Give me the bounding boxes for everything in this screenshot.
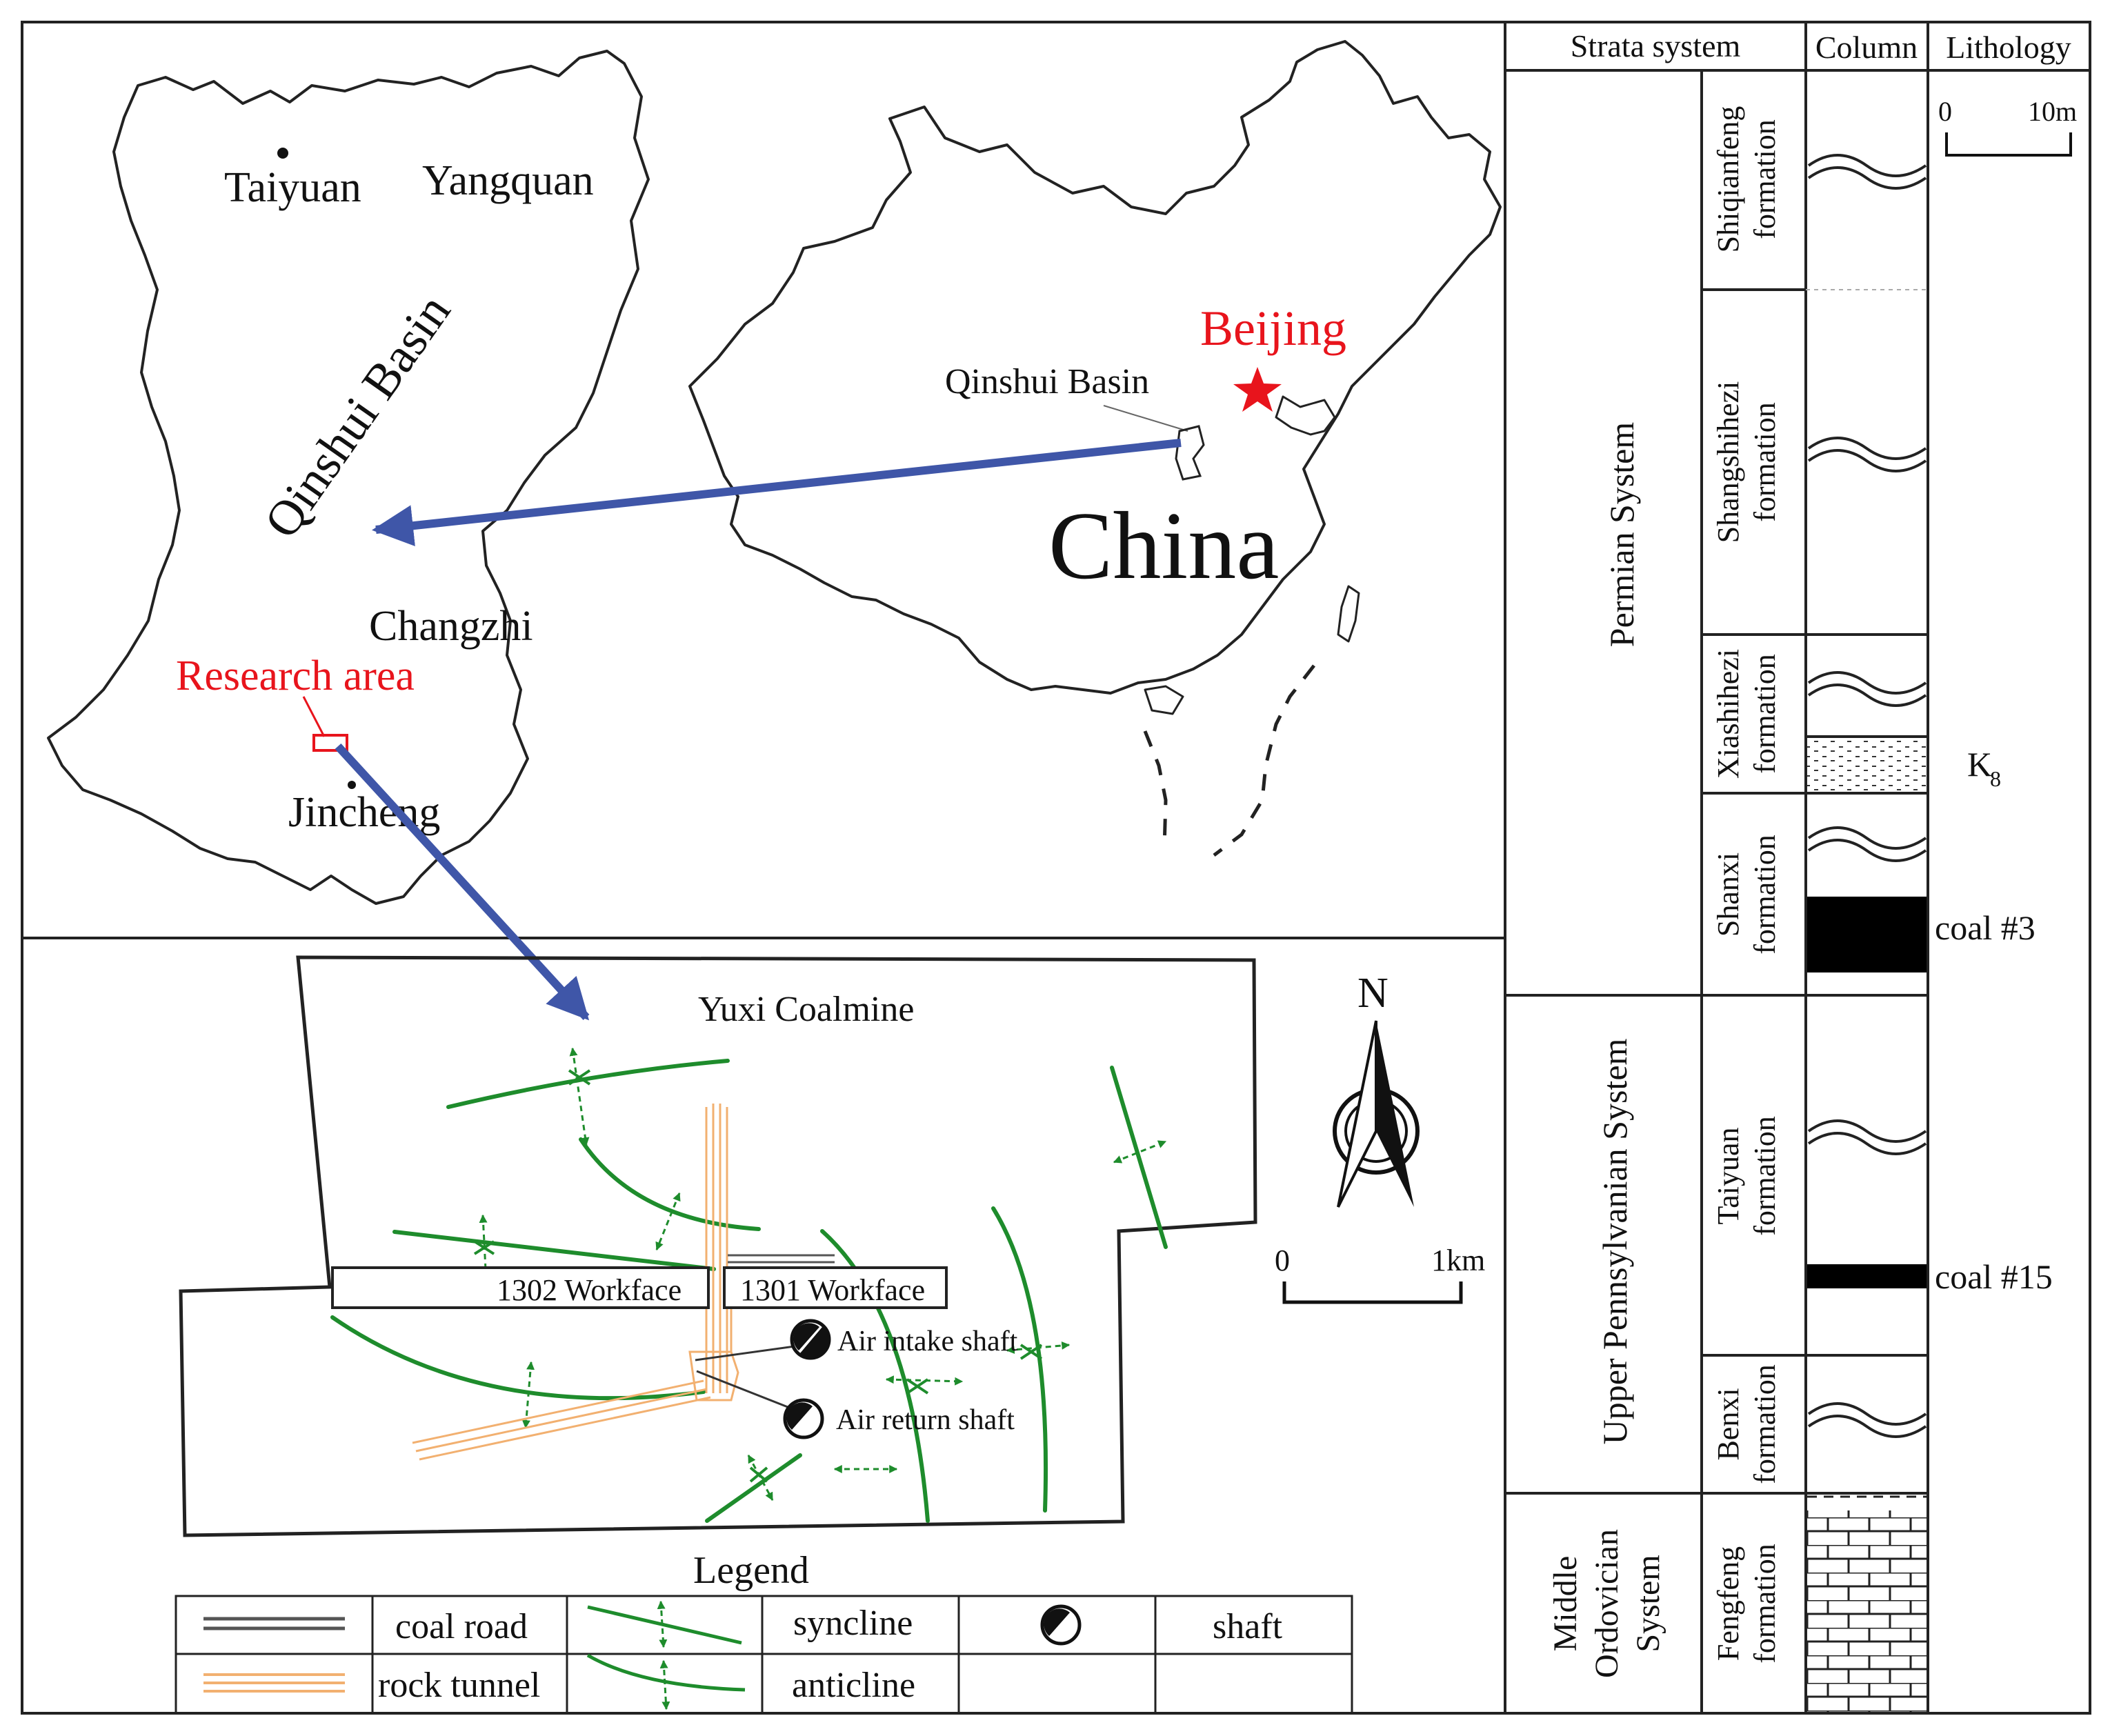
- strata-header-column: Column: [1815, 30, 1918, 65]
- strata-header-lithology: Lithology: [1946, 30, 2071, 65]
- research-area: Research area: [176, 652, 415, 752]
- legend-table: [175, 1595, 1353, 1715]
- legend-syncline-label: syncline: [793, 1604, 913, 1643]
- qinshui-basin-label: Qinshui Basin: [254, 284, 461, 548]
- research-area-box: [312, 734, 348, 752]
- formation-shiqianfeng: Shiqianfeng formation: [1711, 106, 1782, 253]
- legend-anticline-symbol: [586, 1653, 746, 1710]
- lithology-coal-15: coal #15: [1935, 1257, 2053, 1296]
- column-coal-3: [1807, 897, 1927, 972]
- north-label: N: [1357, 970, 1389, 1017]
- legend-rock-tunnel-label: rock tunnel: [378, 1666, 540, 1705]
- formation-shangshihezi-name: Shangshihezi: [1711, 381, 1745, 543]
- legend-shaft-label: shaft: [1213, 1607, 1283, 1646]
- city-beijing-label: Beijing: [1200, 301, 1346, 356]
- column-coal-15: [1807, 1264, 1927, 1288]
- formation-fengfeng-suffix: formation: [1748, 1544, 1782, 1664]
- formation-shanxi-suffix: formation: [1748, 835, 1782, 955]
- research-area-label: Research area: [176, 652, 415, 699]
- formation-shanxi-name: Shanxi: [1711, 852, 1745, 937]
- air-intake-shaft-label: Air intake shaft: [837, 1326, 1018, 1357]
- beijing-star-icon: [1233, 367, 1282, 412]
- lithology-k8-main: K: [1967, 745, 1992, 784]
- scale-1km-label: 1km: [1431, 1244, 1485, 1277]
- scale-bar-1km: 0 1km: [1275, 1244, 1485, 1304]
- formation-xiashihezi: Xiashihezi formation: [1711, 649, 1782, 779]
- shanxi-province-outline: [47, 50, 650, 905]
- anticline-center: [820, 1229, 930, 1523]
- air-intake-shaft: Air intake shaft: [695, 1319, 1018, 1361]
- syncline-north: [446, 1059, 730, 1109]
- formation-xiashihezi-suffix: formation: [1748, 654, 1782, 774]
- system-ordovician-line3: System: [1630, 1555, 1666, 1652]
- workface-1302: 1302 Workface: [331, 1266, 710, 1309]
- lith-scale-zero: 0: [1938, 96, 1952, 127]
- column-sandstone-k8: [1807, 738, 1927, 792]
- lith-scale-10m: 10m: [2028, 96, 2077, 127]
- fold-cross-ticks: [473, 1069, 1043, 1483]
- formation-benxi-suffix: formation: [1748, 1364, 1782, 1484]
- formation-benxi-name: Benxi: [1711, 1388, 1745, 1460]
- china-outline: [688, 40, 1502, 715]
- lithology-k8-sub: 8: [1990, 766, 2001, 791]
- formation-shiqianfeng-suffix: formation: [1748, 119, 1782, 239]
- fold-dip-arrows: [479, 1047, 1167, 1501]
- formation-shiqianfeng-name: Shiqianfeng: [1711, 106, 1745, 253]
- air-return-shaft-label: Air return shaft: [836, 1404, 1015, 1436]
- column-limestone: [1807, 1510, 1927, 1712]
- scale-zero-label: 0: [1275, 1244, 1290, 1277]
- formation-shangshihezi: Shangshihezi formation: [1711, 381, 1782, 543]
- formation-fengfeng-name: Fengfeng: [1711, 1546, 1745, 1661]
- city-yangquan-label: Yangquan: [422, 157, 594, 204]
- formation-taiyuan-name: Taiyuan: [1711, 1127, 1745, 1224]
- formation-taiyuan-suffix: formation: [1748, 1116, 1782, 1236]
- formation-taiyuan: Taiyuan formation: [1711, 1116, 1782, 1236]
- lithology-k8: K 8: [1967, 745, 2001, 791]
- legend-shaft-icon: [1040, 1604, 1082, 1646]
- qinshui-basin-small-label: Qinshui Basin: [945, 362, 1149, 401]
- formation-fengfeng: Fengfeng formation: [1711, 1544, 1782, 1664]
- lithology-coal-3: coal #3: [1935, 908, 2036, 947]
- qinshui-leader-line: [1103, 405, 1188, 432]
- system-ordovician-line2: Ordovician: [1589, 1529, 1625, 1678]
- city-taiyuan-label: Taiyuan: [224, 164, 361, 211]
- formation-shanxi: Shanxi formation: [1711, 835, 1782, 955]
- city-taiyuan: Taiyuan: [224, 148, 361, 211]
- formation-benxi: Benxi formation: [1711, 1364, 1782, 1484]
- strata-header-system: Strata system: [1571, 28, 1741, 63]
- mine-boundary: [179, 955, 1257, 1537]
- workface-1302-label: 1302 Workface: [497, 1273, 681, 1307]
- qinshui-basin-mini-outline: [1175, 425, 1205, 481]
- legend-title: Legend: [693, 1549, 809, 1592]
- south-china-sea-dashes: [1143, 664, 1315, 857]
- lithology-scale-bar: 0 10m: [1938, 96, 2077, 157]
- coal-roads: [728, 1254, 835, 1264]
- legend-syncline-symbol: [587, 1600, 742, 1648]
- syncline-east: [1110, 1066, 1168, 1249]
- arrow-china-to-basin: [372, 439, 1182, 547]
- column-unconformity-waves: [1807, 154, 1927, 1438]
- arrow-basin-to-mine: [335, 743, 590, 1021]
- china-label: China: [1048, 492, 1279, 599]
- north-arrow: N: [1333, 970, 1420, 1208]
- workface-1301-label: 1301 Workface: [740, 1273, 925, 1307]
- system-pennsylvanian: Upper Pennsylvanian System: [1595, 1038, 1634, 1444]
- legend-rock-tunnel-symbol: [203, 1673, 345, 1693]
- air-return-shaft: Air return shaft: [696, 1370, 1015, 1439]
- syncline-west-upper: [392, 1230, 716, 1271]
- anticline-east: [991, 1206, 1048, 1513]
- legend-coal-road-symbol: [203, 1617, 345, 1630]
- anticline-southwest: [330, 1315, 706, 1401]
- formation-xiashihezi-name: Xiashihezi: [1711, 649, 1745, 779]
- strata-table-grid: [1505, 22, 2090, 1713]
- mine-title: Yuxi Coalmine: [698, 990, 914, 1029]
- formation-shangshihezi-suffix: formation: [1748, 402, 1782, 522]
- city-changzhi-label: Changzhi: [369, 603, 533, 650]
- system-ordovician-line1: Middle: [1547, 1556, 1584, 1652]
- legend-coal-road-label: coal road: [395, 1607, 528, 1646]
- system-permian: Permian System: [1602, 422, 1641, 647]
- workface-1301: 1301 Workface: [723, 1266, 948, 1309]
- legend-anticline-label: anticline: [792, 1666, 915, 1705]
